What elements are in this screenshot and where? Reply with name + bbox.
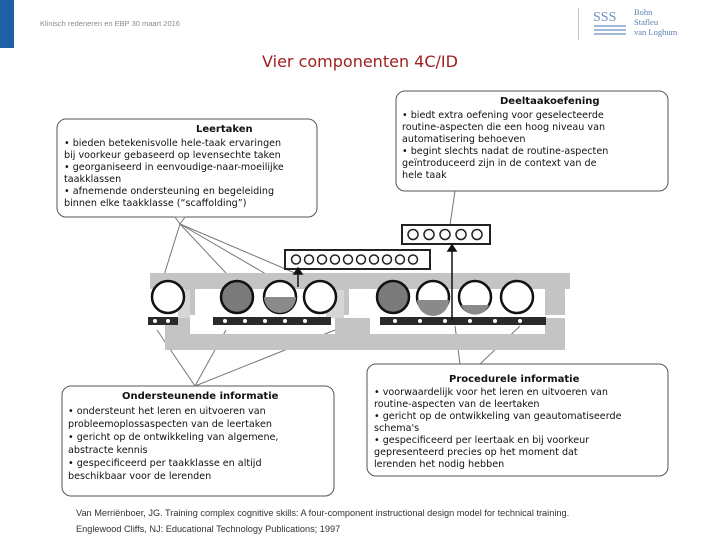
part-task-pointer bbox=[449, 190, 456, 226]
slide-title: Vier componenten 4C/ID bbox=[262, 52, 458, 71]
part-task-strip-upper bbox=[401, 224, 491, 245]
procedural-info-text: Procedurele informatie • voorwaardelijk … bbox=[374, 374, 622, 470]
svg-text:SSS: SSS bbox=[593, 10, 616, 25]
learning-tasks-line: • afnemende ondersteuning en begeleiding bbox=[64, 186, 274, 197]
learning-tasks-line: • bieden betekenisvolle hele-taak ervari… bbox=[64, 138, 281, 149]
supportive-info-line: probleemoplossaspecten van de leertaken bbox=[68, 419, 272, 430]
logo-line-1: Bohn bbox=[634, 7, 653, 17]
logo-name: Bohn Stafleu van Loghum bbox=[634, 7, 677, 37]
learning-tasks-text: Leertaken • bieden betekenisvolle hele-t… bbox=[64, 124, 284, 209]
citation-line-2: Englewood Cliffs, NJ: Educational Techno… bbox=[76, 524, 341, 534]
logo-line-2: Stafleu bbox=[634, 17, 659, 27]
supportive-info-text: Ondersteunende informatie • ondersteunt … bbox=[68, 391, 279, 482]
procedural-info-line: gepresenteerd precies op het moment dat bbox=[374, 447, 578, 458]
supportive-band bbox=[165, 290, 565, 350]
header-subtitle: Klinisch redeneren en EBP 30 maart 2016 bbox=[40, 19, 180, 28]
part-task-practice-line: automatisering behoeven bbox=[402, 134, 525, 145]
supportive-info-box bbox=[61, 385, 335, 497]
supportive-info-line: • gericht op de ontwikkeling van algemen… bbox=[68, 432, 278, 443]
procedural-info-box bbox=[366, 363, 669, 477]
part-task-practice-line: routine-aspecten die een hoog niveau van bbox=[402, 122, 605, 133]
learning-task-circle bbox=[375, 279, 411, 315]
learning-tasks-line: bij voorkeur gebaseerd op levensechte ta… bbox=[64, 150, 281, 161]
learning-tasks-box bbox=[56, 118, 318, 218]
supportive-info-line: beschikbaar voor de lerenden bbox=[68, 471, 211, 482]
publisher-logo: SSS Bohn Stafleu van Loghum bbox=[578, 4, 708, 44]
logo-divider bbox=[578, 8, 579, 40]
learning-tasks-heading: Leertaken bbox=[196, 124, 253, 135]
supportive-info-heading: Ondersteunende informatie bbox=[122, 391, 279, 402]
procedural-info-line: routine-aspecten van de leertaken bbox=[374, 399, 539, 410]
procedural-info-line: lerenden het nodig hebben bbox=[374, 459, 504, 470]
header-accent-bar bbox=[0, 0, 14, 48]
learning-tasks-line: binnen elke taakklasse (“scaffolding”) bbox=[64, 198, 246, 209]
learning-task-circle bbox=[219, 279, 255, 315]
supportive-info-line: abstracte kennis bbox=[68, 445, 147, 456]
task-strips bbox=[148, 317, 546, 325]
citation: Van Merriënboer, JG. Training complex co… bbox=[76, 505, 569, 537]
circle-partial-fills bbox=[264, 297, 489, 316]
bsl-logo-icon: SSS bbox=[593, 10, 626, 35]
part-task-practice-box bbox=[395, 90, 669, 192]
part-task-practice-line: • biedt extra oefening voor geselecteerd… bbox=[402, 110, 604, 121]
part-task-practice-text: Deeltaakoefening • biedt extra oefening … bbox=[402, 96, 608, 181]
part-task-practice-line: • begint slechts nadat de routine-aspect… bbox=[402, 146, 608, 157]
learning-task-circle bbox=[499, 279, 535, 315]
learning-task-circle bbox=[150, 279, 186, 315]
procedural-info-line: • gericht op de ontwikkeling van geautom… bbox=[374, 411, 622, 422]
part-task-strip-lower bbox=[284, 249, 431, 270]
part-task-practice-heading: Deeltaakoefening bbox=[500, 96, 600, 107]
citation-line-1: Van Merriënboer, JG. Training complex co… bbox=[76, 508, 570, 518]
part-task-practice-line: hele taak bbox=[402, 170, 447, 181]
part-task-arrows bbox=[292, 243, 458, 320]
supportive-info-line: • gespecificeerd per taakklasse en altij… bbox=[68, 458, 262, 469]
procedural-info-line: • gespecificeerd per leertaak en bij voo… bbox=[374, 435, 589, 446]
learning-tasks-line: taakklassen bbox=[64, 174, 121, 185]
learning-task-circle bbox=[302, 279, 338, 315]
learning-tasks-line: • georganiseerd in eenvoudige-naar-moeil… bbox=[64, 162, 284, 173]
procedural-info-line: • voorwaardelijk voor het leren en uitvo… bbox=[374, 387, 608, 398]
procedural-info-heading: Procedurele informatie bbox=[449, 374, 580, 385]
supportive-info-line: • ondersteunt het leren en uitvoeren van bbox=[68, 406, 266, 417]
logo-line-3: van Loghum bbox=[634, 27, 678, 37]
procedural-info-line: schema's bbox=[374, 423, 419, 434]
part-task-practice-line: geïntroduceerd zijn in de context van de bbox=[402, 158, 597, 169]
